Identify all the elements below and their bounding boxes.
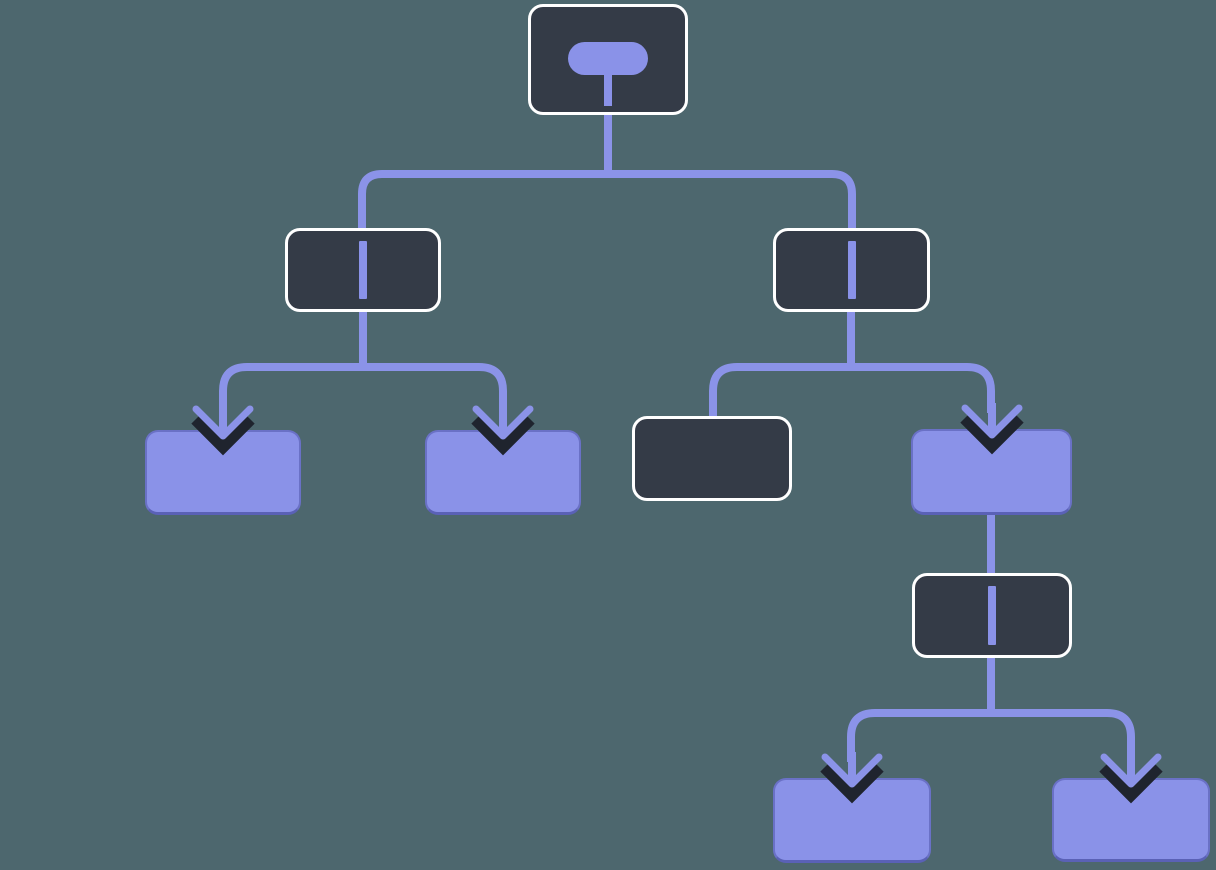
edge-root-bracket — [358, 170, 856, 232]
node-dark-empty[interactable] — [632, 416, 792, 501]
chevron-arrow-shape — [1100, 753, 1162, 788]
root-pill-icon — [568, 42, 648, 75]
pass-line-icon — [847, 241, 856, 299]
node-branch-right-2[interactable] — [912, 573, 1072, 658]
chevron-arrow-shape — [961, 404, 1022, 439]
chevron-down-icon — [471, 404, 535, 456]
pass-line-icon — [988, 586, 996, 645]
chevron-arrow-shape — [821, 753, 883, 788]
chevron-dark-shape — [959, 411, 1024, 455]
node-branch-left[interactable] — [285, 228, 441, 312]
chevron-dark-shape — [471, 412, 535, 456]
chevron-arrow-shape — [472, 405, 534, 440]
chevron-down-icon — [191, 404, 255, 456]
edge-branch-left-bracket — [219, 363, 507, 414]
chevron-dark-shape — [820, 760, 884, 804]
chevron-dark-shape — [1099, 760, 1163, 804]
node-branch-right[interactable] — [773, 228, 930, 312]
chevron-arrow-shape — [192, 405, 254, 440]
node-leaf-3[interactable] — [911, 429, 1072, 515]
node-root[interactable] — [528, 4, 688, 115]
chevron-down-icon — [820, 752, 884, 804]
chevron-down-icon — [1099, 752, 1163, 804]
edge-branch2-bracket — [847, 709, 1135, 762]
root-pill-stem-icon — [604, 71, 612, 106]
chevron-dark-shape — [191, 412, 255, 456]
chevron-down-icon — [959, 403, 1024, 455]
pass-line-icon — [359, 241, 367, 299]
edge-branch-right-bracket — [709, 363, 995, 418]
